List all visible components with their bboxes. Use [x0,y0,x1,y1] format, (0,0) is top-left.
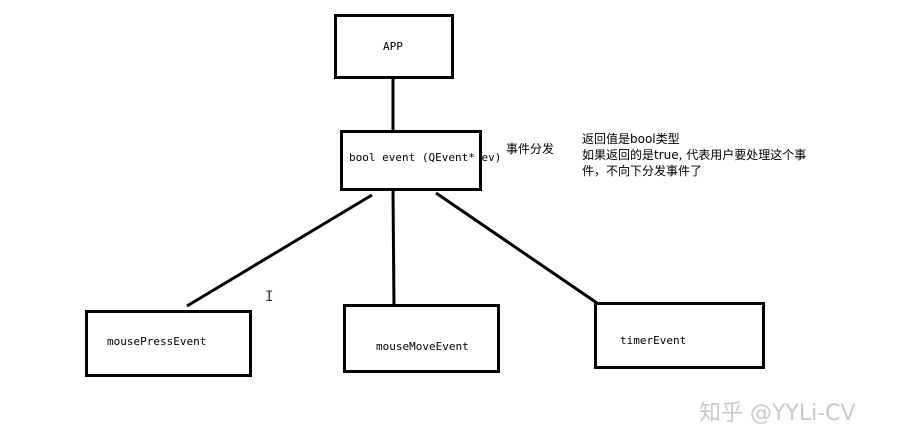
text-cursor-icon: I [265,289,274,305]
watermark-text: 知乎 @YYLi-CV [699,401,856,426]
note-line-3: 件，不向下分发事件了 [582,164,703,178]
event-node [340,130,482,191]
mouse-press-node [85,310,252,377]
app-node-label: APP [383,40,403,53]
edge-event-to-mouse-press [186,193,373,308]
return-value-note: 返回值是bool类型 如果返回的是true, 代表用户要处理这个事 件，不向下分… [582,131,806,179]
timer-node-label: timerEvent [620,334,687,347]
timer-node [594,302,765,369]
edge-event-to-timer [435,191,598,305]
mouse-move-node [343,304,500,373]
edge-label-event-dispatch: 事件分发 [506,142,555,156]
edge-event-to-mouse-move [391,189,396,309]
mouse-press-node-label: mousePressEvent [107,335,207,348]
event-node-label: bool event (QEvent* ev) [349,151,502,164]
app-node [334,14,454,79]
mouse-move-node-label: mouseMoveEvent [376,340,469,353]
note-line-2: 如果返回的是true, 代表用户要处理这个事 [582,148,807,162]
note-line-1: 返回值是bool类型 [582,132,680,146]
